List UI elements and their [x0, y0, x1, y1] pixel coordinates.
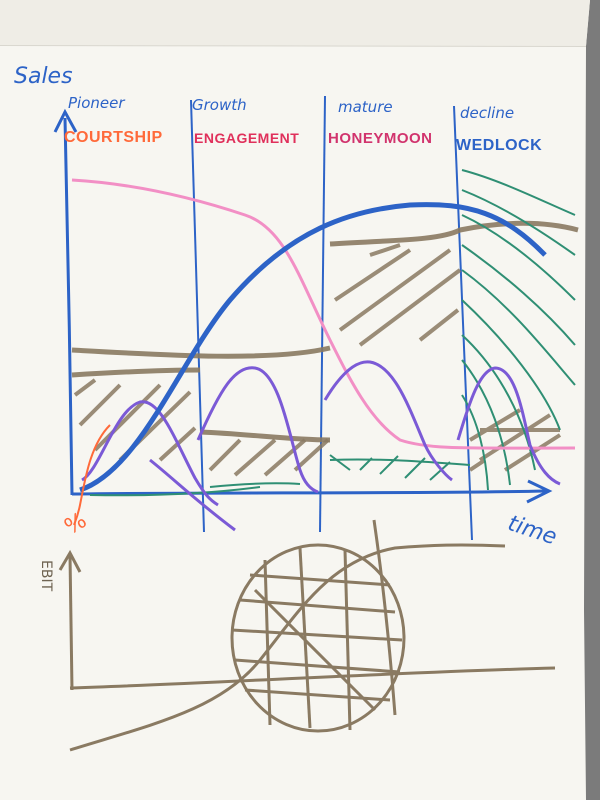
phase-name-wedlock: WEDLOCK [456, 137, 542, 154]
ebit-sphere [230, 543, 406, 733]
ebit-vertical-mark [372, 519, 397, 716]
divider-line-2 [319, 95, 326, 533]
paper-curl-shadow [0, 0, 590, 46]
phase-name-engagement: ENGAGEMENT [194, 130, 299, 146]
sales-axis-arrowhead [53, 108, 78, 133]
phase-name-honeymoon: HONEYMOON [328, 130, 433, 147]
purple-bell-curves [81, 360, 561, 532]
time-axis-arrowhead [526, 479, 553, 504]
green-hatching [89, 169, 576, 497]
phase-stage-growth: Growth [192, 96, 247, 114]
brown-saturation-band [71, 220, 579, 443]
divider-line-1 [190, 99, 205, 533]
ebit-axis [68, 554, 74, 691]
phase-stage-decline: decline [460, 104, 514, 122]
ebit-axis-label: EBIT [38, 560, 54, 592]
phase-stage-mature: mature [338, 98, 393, 116]
orange-arc [73, 424, 111, 526]
ebit-axis-arrowhead [58, 549, 82, 573]
phase-stage-pioneer: Pioneer [68, 94, 125, 112]
blue-sales-curve [79, 202, 547, 493]
pink-price-curve [71, 178, 576, 450]
sales-axis-label: Sales [14, 64, 73, 89]
time-axis [71, 489, 548, 496]
divider-line-3 [453, 105, 473, 541]
sales-axis [63, 117, 74, 496]
ebit-baseline [69, 666, 556, 690]
phase-name-courtship: COURTSHIP [64, 129, 163, 146]
ebit-curve [69, 543, 506, 752]
